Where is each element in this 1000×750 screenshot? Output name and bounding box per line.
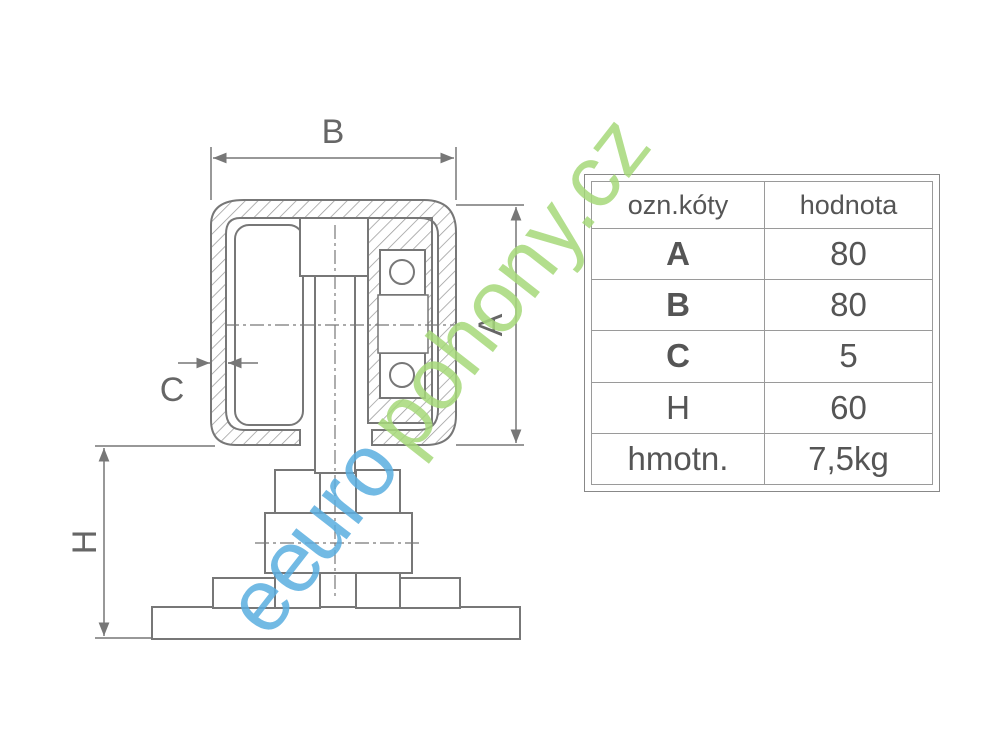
bracket-foot-right — [399, 577, 461, 609]
bracket-foot-left — [212, 577, 276, 609]
row-value: 5 — [764, 330, 933, 383]
ball-upper — [389, 259, 415, 285]
row-label: B — [591, 279, 765, 332]
ball-lower — [389, 362, 415, 388]
row-label: C — [591, 330, 765, 383]
row-value: 80 — [764, 279, 933, 332]
header-value: hodnota — [764, 181, 933, 229]
row-label: A — [591, 227, 765, 281]
table-row: B 80 — [591, 279, 933, 332]
dim-b-label: B — [322, 113, 345, 151]
dim-c-label: C — [160, 371, 185, 409]
table-row: A 80 — [591, 227, 933, 281]
dim-a-label: A — [472, 313, 510, 336]
axle-top — [299, 217, 369, 277]
row-value: 7,5kg — [764, 432, 933, 486]
base-plate — [151, 606, 521, 640]
bearing-shaft — [377, 294, 429, 354]
dim-h-label: H — [66, 530, 104, 555]
header-dimension: ozn.kóty — [591, 181, 765, 229]
table-row: C 5 — [591, 330, 933, 383]
row-label: hmotn. — [591, 432, 765, 486]
spec-table: ozn.kóty hodnota A 80 B 80 C 5 H 60 hmot — [584, 174, 940, 492]
row-label: H — [591, 381, 765, 434]
table-row: H 60 — [591, 381, 933, 434]
row-value: 60 — [764, 381, 933, 434]
row-value: 80 — [764, 227, 933, 281]
table-row: hmotn. 7,5kg — [591, 432, 933, 486]
